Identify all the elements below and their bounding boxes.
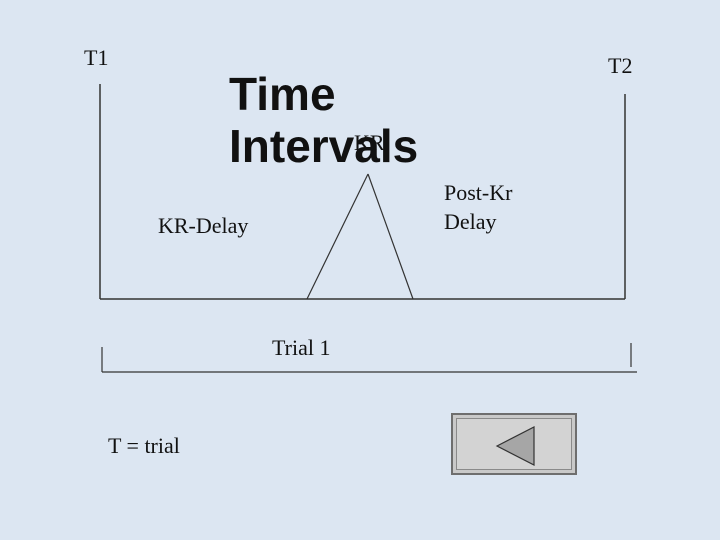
t1-label: T1 [84,45,109,70]
triangle-left-icon [495,426,535,466]
kr-label: KR [354,130,385,155]
kr-peak-right-edge [367,173,414,300]
kr-delay-label: KR-Delay [158,213,249,238]
back-button[interactable] [451,413,577,475]
legend-text: T = trial [108,433,180,458]
kr-peak-left-edge [306,173,369,300]
t2-label: T2 [608,53,633,78]
post-kr-delay-label: Post-Kr Delay [444,180,513,234]
slide-title: Time Intervals [229,68,419,172]
trial-label: Trial 1 [272,335,331,360]
